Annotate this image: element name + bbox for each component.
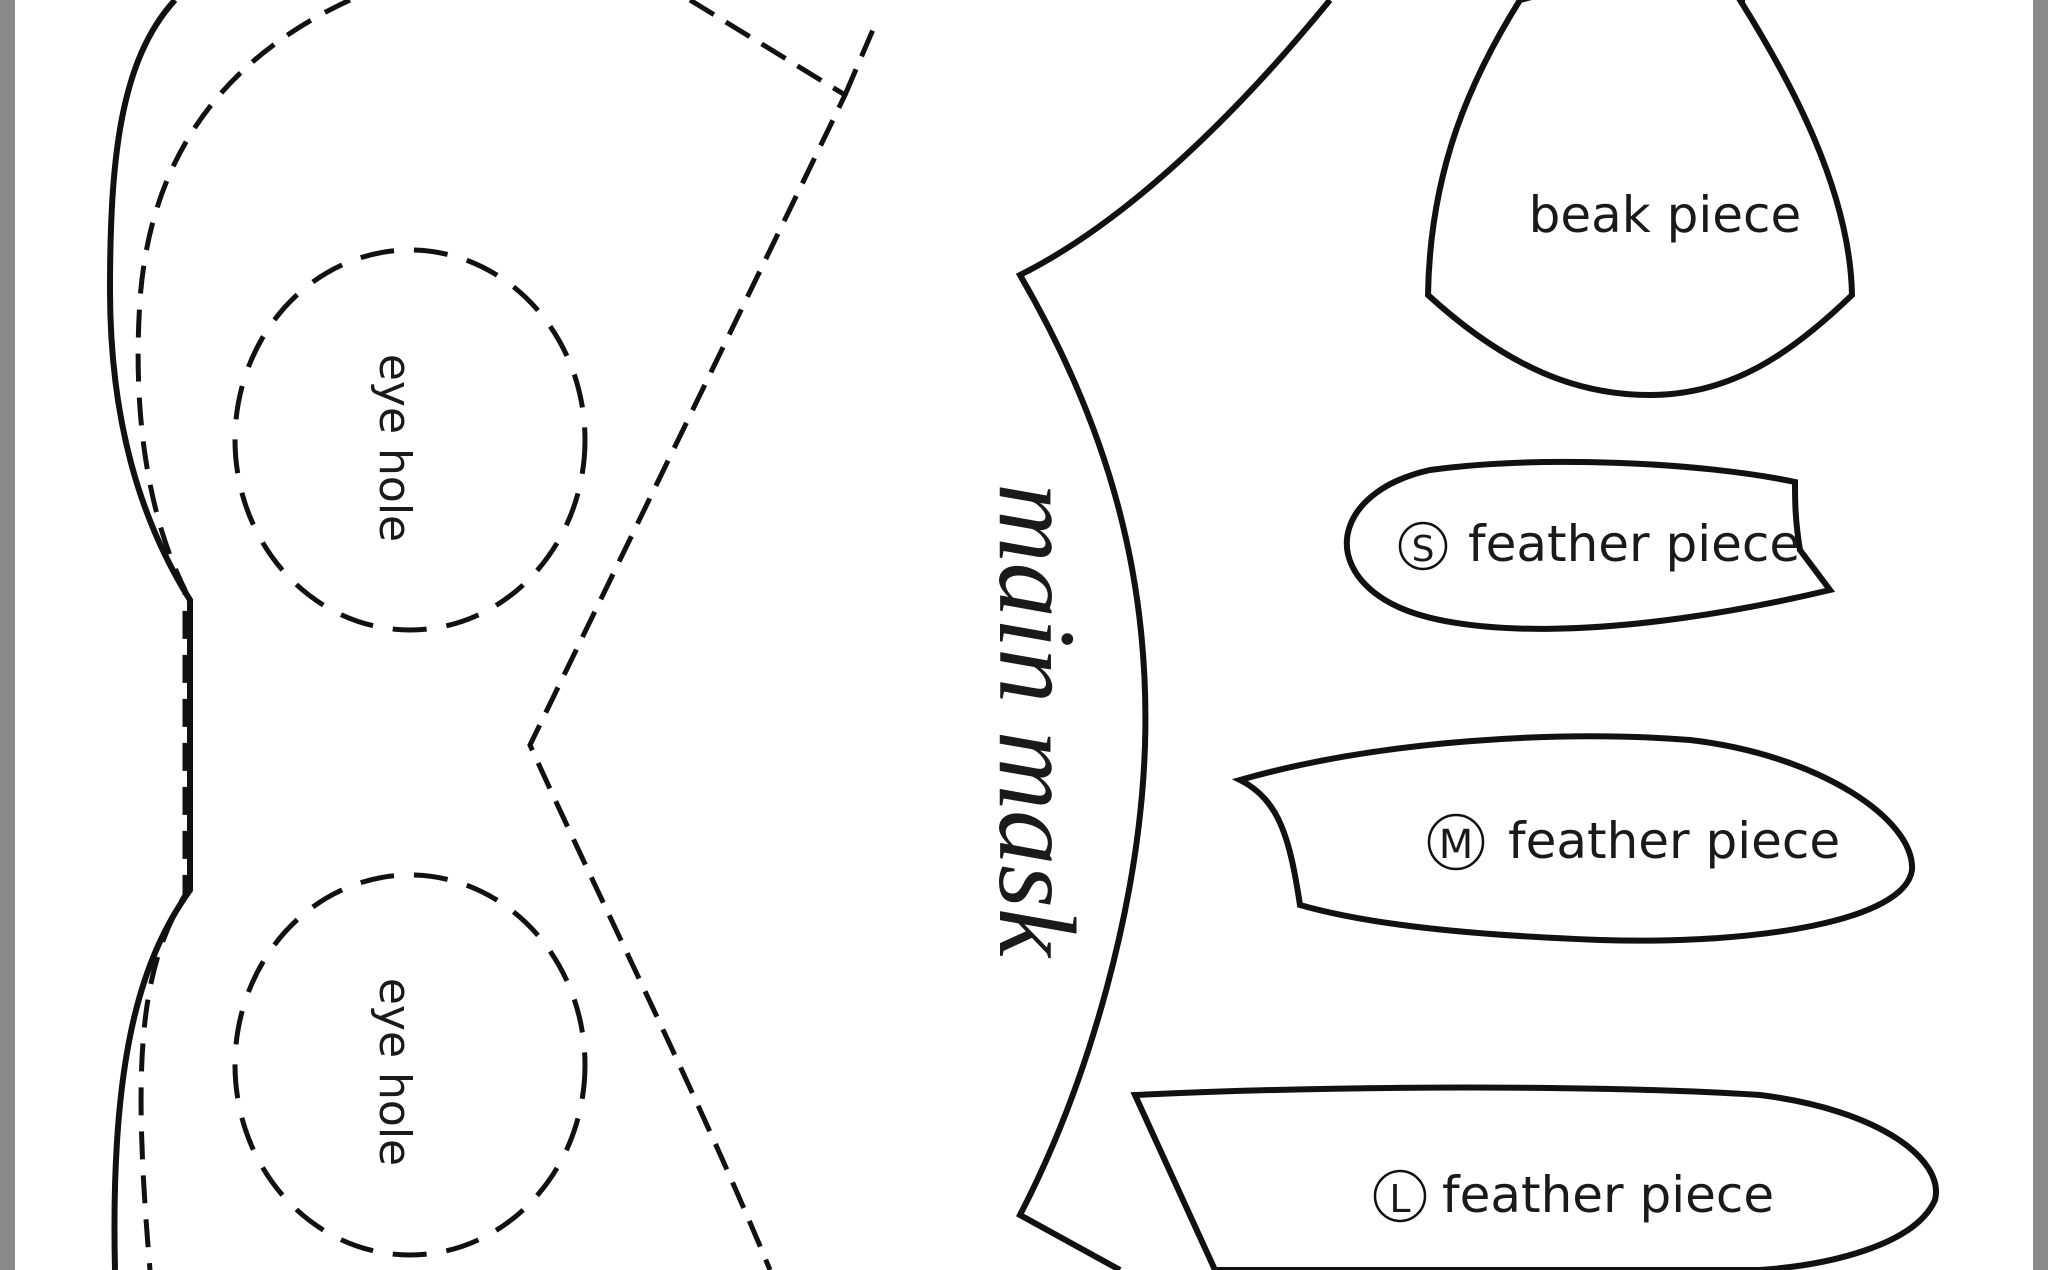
mask-top-dashed-edge (842, 24, 878, 96)
page-frame-left (0, 0, 15, 1270)
eye-hole-top-label: eye hole (369, 354, 420, 542)
eye-hole-bottom-label: eye hole (369, 978, 420, 1166)
feather-large-size: L (1389, 1177, 1410, 1221)
main-mask-outline (106, 0, 193, 1270)
feather-small-shape (1343, 458, 1836, 632)
feather-medium-label: feather piece (1508, 812, 1840, 870)
beak-piece-shape (1424, 0, 1856, 399)
feather-small-label: feather piece (1468, 515, 1800, 573)
feather-large-shape (1130, 1084, 1939, 1270)
feather-medium-size: M (1439, 822, 1474, 868)
eye-hole-bottom (232, 872, 588, 1258)
feather-small-size-badge (1398, 521, 1448, 571)
feather-medium-shape (1231, 733, 1916, 944)
feather-large-size-badge (1373, 1169, 1427, 1223)
eye-hole-top (232, 247, 588, 633)
feather-medium-size-badge (1427, 813, 1485, 871)
beak-piece-label: beak piece (1529, 186, 1802, 244)
feather-large-label: feather piece (1442, 1166, 1774, 1224)
main-mask-cut-line (135, 0, 352, 1270)
main-mask-right-outline (1015, 0, 1333, 1270)
main-mask-title: main mask (976, 483, 1098, 959)
feather-small-size: S (1412, 529, 1435, 570)
page-frame-right (2033, 0, 2048, 1270)
mask-center-dashed-line (527, 0, 849, 1270)
